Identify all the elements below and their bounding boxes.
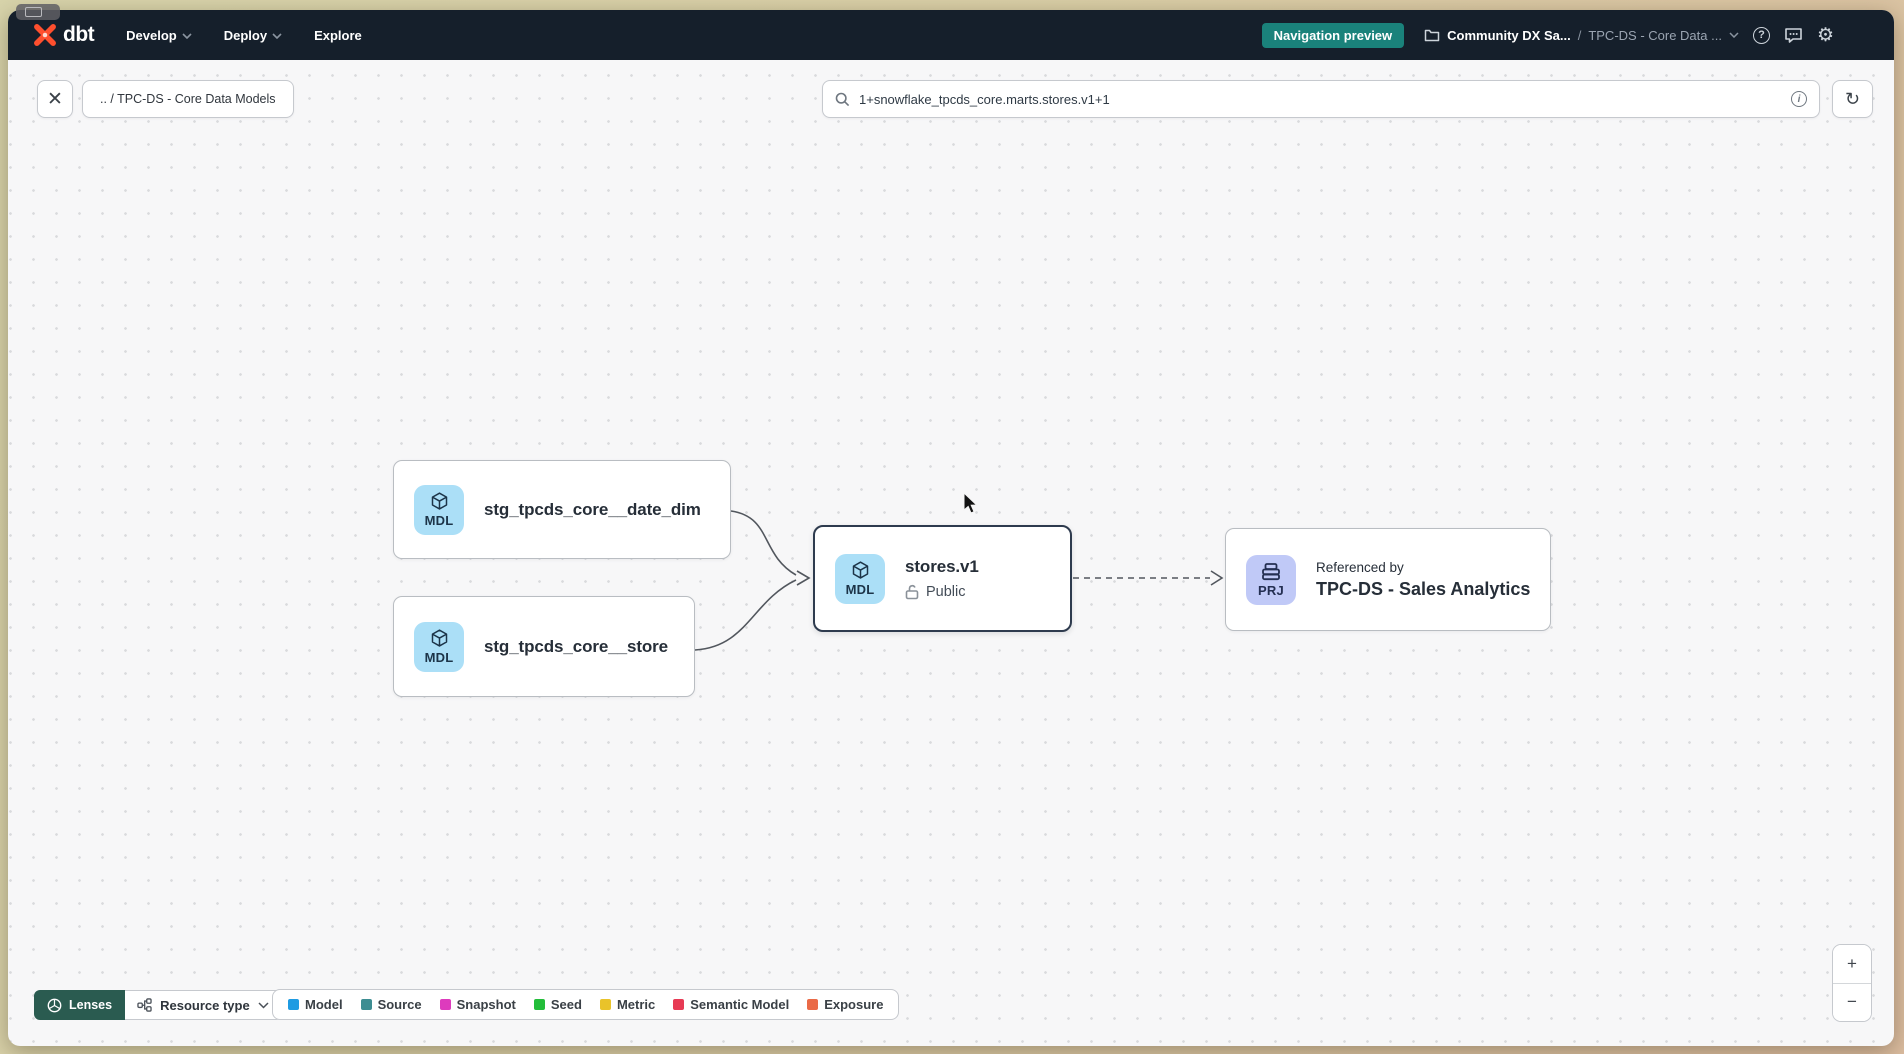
legend-item: Source <box>361 997 422 1012</box>
legend-swatch <box>288 999 299 1010</box>
breadcrumb-separator: / <box>1578 28 1582 43</box>
breadcrumb-project[interactable]: Community DX Sa... <box>1447 28 1571 43</box>
node-stores-v1[interactable]: MDL stores.v1 Public <box>813 525 1072 632</box>
referenced-by-label: Referenced by <box>1316 560 1530 575</box>
legend-label: Source <box>378 997 422 1012</box>
model-badge: MDL <box>414 485 464 535</box>
node-text-block: Referenced by TPC-DS - Sales Analytics <box>1316 560 1530 600</box>
chevron-down-icon <box>182 33 192 39</box>
navigation-preview-badge: Navigation preview <box>1262 23 1404 48</box>
chevron-down-icon[interactable] <box>1729 32 1739 38</box>
model-badge: MDL <box>414 622 464 672</box>
feedback-icon[interactable] <box>1784 27 1803 44</box>
info-icon[interactable]: i <box>1791 91 1807 107</box>
node-referenced-by-project[interactable]: PRJ Referenced by TPC-DS - Sales Analyti… <box>1225 528 1551 631</box>
app-window: dbt Develop Deploy Explore Navigation pr… <box>8 10 1894 1046</box>
cube-icon <box>850 560 871 581</box>
node-label: stg_tpcds_core__date_dim <box>484 500 701 520</box>
arrowhead <box>797 571 809 585</box>
dbt-logo[interactable]: dbt <box>32 22 94 48</box>
legend-swatch <box>361 999 372 1010</box>
legend-label: Semantic Model <box>690 997 789 1012</box>
lineage-breadcrumb-chip[interactable]: .. / TPC-DS - Core Data Models <box>82 80 294 118</box>
zoom-in-button[interactable]: + <box>1833 945 1871 984</box>
project-stack-icon <box>1260 562 1282 582</box>
lens-controls: Lenses Resource type <box>34 990 282 1020</box>
legend-item: Seed <box>534 997 582 1012</box>
top-navbar: dbt Develop Deploy Explore Navigation pr… <box>8 10 1894 60</box>
nav-item-explore[interactable]: Explore <box>314 28 362 43</box>
legend-item: Semantic Model <box>673 997 789 1012</box>
nav-item-develop[interactable]: Develop <box>126 28 192 43</box>
legend-item: Snapshot <box>440 997 516 1012</box>
access-label: Public <box>926 584 966 600</box>
project-badge: PRJ <box>1246 555 1296 605</box>
help-icon[interactable]: ? <box>1753 27 1770 44</box>
nav-item-deploy[interactable]: Deploy <box>224 28 282 43</box>
chevron-down-icon <box>272 33 282 39</box>
lineage-selector-input[interactable] <box>859 92 1782 107</box>
gear-icon[interactable]: ⚙ <box>1817 26 1834 45</box>
lens-aperture-icon <box>47 998 62 1013</box>
legend-swatch <box>600 999 611 1010</box>
legend-swatch <box>534 999 545 1010</box>
legend-label: Exposure <box>824 997 883 1012</box>
arrowhead <box>1211 571 1222 585</box>
legend-swatch <box>673 999 684 1010</box>
nav-links: Develop Deploy Explore <box>126 28 362 43</box>
legend-label: Model <box>305 997 343 1012</box>
folder-icon <box>1424 28 1440 42</box>
cube-icon <box>429 491 450 512</box>
legend-swatch <box>440 999 451 1010</box>
node-label: TPC-DS - Sales Analytics <box>1316 579 1530 600</box>
dbt-logo-icon <box>32 22 58 48</box>
node-label: stores.v1 <box>905 557 979 577</box>
edge-date-dim-to-stores <box>731 511 796 575</box>
lenses-button[interactable]: Lenses <box>34 990 125 1020</box>
lineage-search-bar: i <box>822 80 1820 118</box>
navbar-right: Navigation preview Community DX Sa... / … <box>1262 23 1834 48</box>
resource-type-legend: Model Source Snapshot Seed Metric Semantic Mo… <box>272 989 899 1020</box>
legend-label: Snapshot <box>457 997 516 1012</box>
graph-icon <box>137 998 152 1012</box>
node-label: stg_tpcds_core__store <box>484 637 668 657</box>
model-badge: MDL <box>835 554 885 604</box>
node-text-block: stores.v1 Public <box>905 557 979 600</box>
legend-item: Exposure <box>807 997 883 1012</box>
unlock-icon <box>905 584 919 600</box>
dbt-logo-text: dbt <box>63 23 94 47</box>
screen-overlay-artifact <box>16 4 60 20</box>
node-stg-tpcds-core-date-dim[interactable]: MDL stg_tpcds_core__date_dim <box>393 460 731 559</box>
mouse-cursor <box>962 492 980 516</box>
legend-label: Metric <box>617 997 655 1012</box>
zoom-out-button[interactable]: − <box>1833 984 1871 1022</box>
search-icon <box>835 92 850 107</box>
cube-icon <box>429 628 450 649</box>
zoom-controls: + − <box>1832 944 1872 1022</box>
node-stg-tpcds-core-store[interactable]: MDL stg_tpcds_core__store <box>393 596 695 697</box>
close-button[interactable]: ✕ <box>37 80 73 118</box>
breadcrumb: Community DX Sa... / TPC-DS - Core Data … <box>1424 28 1739 43</box>
resource-type-dropdown[interactable]: Resource type <box>125 990 282 1020</box>
breadcrumb-page[interactable]: TPC-DS - Core Data ... <box>1588 28 1722 43</box>
legend-label: Seed <box>551 997 582 1012</box>
access-row: Public <box>905 584 979 600</box>
chevron-down-icon <box>258 1002 269 1009</box>
edge-store-to-stores <box>695 580 796 650</box>
legend-item: Metric <box>600 997 655 1012</box>
legend-item: Model <box>288 997 343 1012</box>
refresh-button[interactable]: ↻ <box>1832 80 1873 118</box>
legend-swatch <box>807 999 818 1010</box>
